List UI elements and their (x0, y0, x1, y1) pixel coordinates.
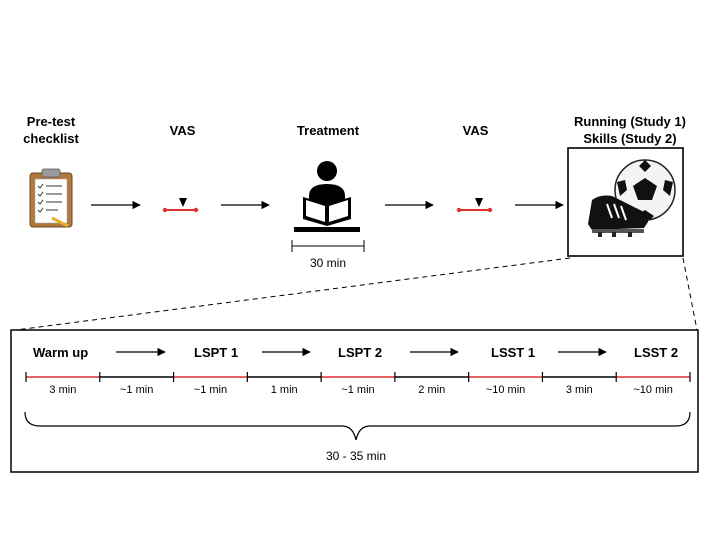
segment-duration-label: ~10 min (633, 384, 673, 396)
timeline-segments (25, 372, 691, 382)
vas-scale-icon (162, 198, 199, 213)
zoom-dashed-line (15, 257, 571, 331)
timeline-panel (10, 329, 699, 473)
total-duration-label: 30 - 35 min (325, 449, 387, 463)
treatment-duration-label: 30 min (309, 256, 347, 270)
segment-duration-label: ~10 min (485, 384, 526, 396)
stage-lspt-2: LSPT 2 (338, 345, 383, 360)
reading-person-icon (294, 161, 360, 232)
pretest-checklist-label: Pre-test checklist (23, 114, 79, 146)
segment-duration-label: 1 min (270, 384, 298, 396)
vas-scale-icon (456, 198, 493, 213)
segment-duration-label: ~1 min (341, 384, 375, 396)
running-study-label: Running (Study 1) (574, 114, 686, 129)
stage-lsst-2: LSST 2 (634, 345, 679, 360)
zoom-dashed-line (682, 257, 698, 331)
treatment-label: Treatment (296, 123, 360, 138)
segment-duration-label: ~1 min (193, 384, 228, 396)
vas-label: VAS (169, 123, 196, 138)
segment-duration-label: 3 min (565, 384, 593, 396)
stage-lspt-1: LSPT 1 (194, 345, 239, 360)
vas-label: VAS (462, 123, 489, 138)
clipboard-icon (29, 168, 73, 228)
skills-study-label: Skills (Study 2) (583, 131, 677, 146)
treatment-duration-bracket (291, 240, 365, 252)
stage-lsst-1: LSST 1 (491, 345, 536, 360)
stage-warm-up: Warm up (33, 345, 89, 360)
soccer-ball-shoe-icon (588, 159, 676, 237)
segment-duration-label: 2 min (418, 384, 446, 396)
segment-duration-label: 3 min (49, 384, 77, 396)
total-duration-brace (24, 411, 691, 441)
segment-duration-label: ~1 min (119, 384, 154, 396)
